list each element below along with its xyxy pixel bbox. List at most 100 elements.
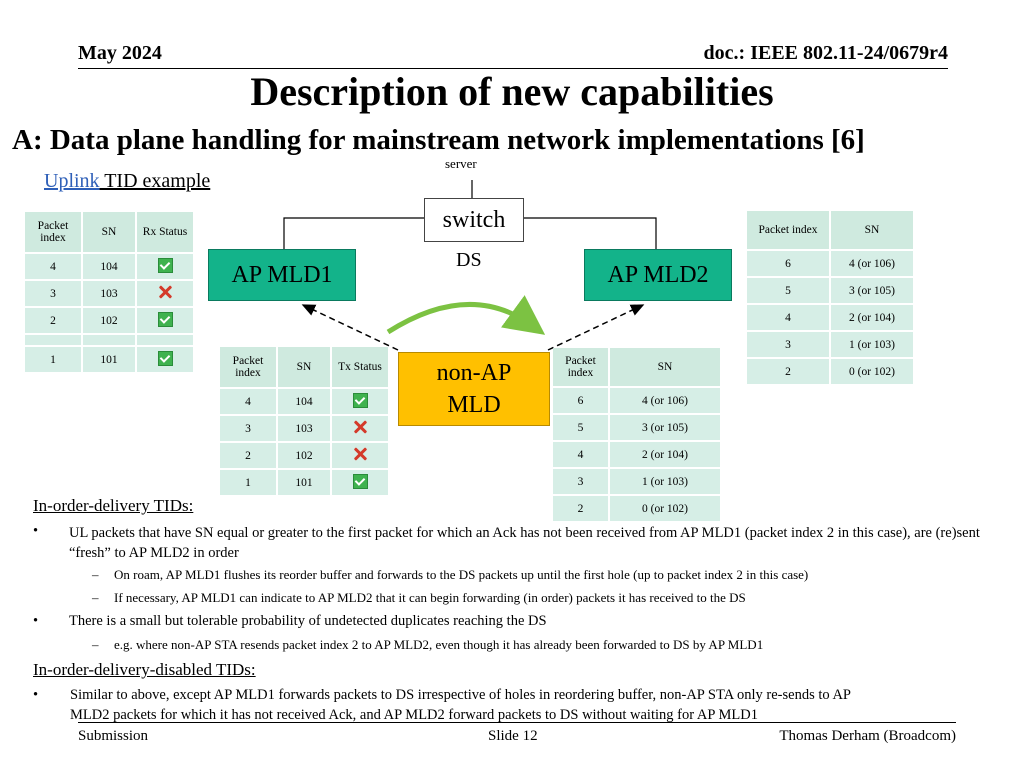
ap-mld1-box: AP MLD1: [208, 249, 356, 301]
sn-cell: 1 (or 103): [831, 332, 913, 357]
sn-cell: 2 (or 104): [610, 442, 720, 467]
switch-to-ap2-link: [522, 217, 657, 249]
table-row: 6 4 (or 106): [747, 251, 913, 276]
bullet-disabled-line1: Similar to above, except AP MLD1 forward…: [70, 687, 851, 703]
packet-index-cell: 3: [553, 469, 608, 494]
table-row: 1 101: [25, 347, 193, 372]
table-row: 3 1 (or 103): [747, 332, 913, 357]
non-ap-label-line1: non-AP: [436, 360, 512, 386]
table-row: 5 3 (or 105): [553, 415, 720, 440]
footer-submission: Submission: [78, 728, 149, 744]
subbullet-indicate: If necessary, AP MLD1 can indicate to AP…: [114, 590, 746, 605]
dash-marker: –: [92, 637, 99, 652]
packet-index-cell: 1: [25, 347, 81, 372]
uplink-link[interactable]: Uplink: [44, 170, 100, 192]
rx-status-cell: [137, 254, 193, 279]
tx-status-cell: [332, 389, 388, 414]
sn-cell: 103: [278, 416, 330, 441]
sn-cell: 1 (or 103): [610, 469, 720, 494]
footer-slide-number: Slide 12: [488, 728, 538, 744]
column-header: Tx Status: [332, 347, 388, 387]
footer-rule: [78, 722, 956, 723]
header-date: May 2024: [78, 42, 162, 64]
cross-icon: [353, 447, 367, 461]
in-order-heading: In-order-delivery TIDs:: [33, 496, 194, 515]
packet-index-cell: 3: [25, 281, 81, 306]
nonap-tx-table: Packet index SN Tx Status 4 104 3 103 2 …: [218, 345, 390, 497]
packet-index-cell: 2: [553, 496, 608, 521]
switch-box: switch: [424, 198, 524, 242]
table-row: 4 104: [220, 389, 388, 414]
table-row: 2 0 (or 102): [747, 359, 913, 384]
dash-marker: –: [92, 590, 99, 605]
nonap-resend-table: Packet index SN 6 4 (or 106) 5 3 (or 105…: [551, 346, 722, 523]
sn-cell: 104: [278, 389, 330, 414]
tid-example-label: TID example: [99, 170, 211, 192]
table-row: 1 101: [220, 470, 388, 495]
column-header: SN: [831, 211, 913, 249]
header-rule: [78, 68, 948, 69]
sn-cell: 103: [83, 281, 135, 306]
column-header: SN: [83, 212, 135, 252]
packet-index-cell: 4: [553, 442, 608, 467]
packet-index-cell: 5: [747, 278, 829, 303]
subbullet-flush: On roam, AP MLD1 flushes its reorder buf…: [114, 567, 809, 582]
packet-index-cell: 2: [25, 308, 81, 333]
table-row: 2 0 (or 102): [553, 496, 720, 521]
check-icon: [157, 257, 173, 273]
slide-subtitle: A: Data plane handling for mainstream ne…: [12, 124, 865, 156]
sn-cell: 2 (or 104): [831, 305, 913, 330]
non-ap-mld-box: non-AP MLD: [398, 352, 550, 426]
dash-marker: –: [92, 567, 99, 582]
table-row: 2 102: [25, 308, 193, 333]
bullet-ul-resend: UL packets that have SN equal or greater…: [69, 525, 980, 561]
packet-index-cell: 2: [747, 359, 829, 384]
column-header: Packet index: [553, 348, 608, 386]
tx-status-cell: [332, 443, 388, 468]
table-row: 4 104: [25, 254, 193, 279]
sn-cell: 0 (or 102): [831, 359, 913, 384]
packet-index-cell: 5: [553, 415, 608, 440]
nonap-ap2-dashed-link: [547, 304, 645, 351]
cross-icon: [353, 420, 367, 434]
header-doc-id: doc.: IEEE 802.11-24/0679r4: [703, 42, 948, 64]
bullet-disabled-line2: MLD2 packets for which it has not receiv…: [70, 707, 758, 723]
ap-mld2-box: AP MLD2: [584, 249, 732, 301]
check-icon: [157, 311, 173, 327]
non-ap-label-line2: MLD: [447, 392, 501, 418]
in-order-disabled-heading: In-order-delivery-disabled TIDs:: [33, 660, 256, 679]
check-icon: [352, 473, 368, 489]
ap1-rx-buffer-table: Packet index SN Rx Status 4 104 3 103 2 …: [23, 210, 195, 374]
packet-index-cell: 4: [220, 389, 276, 414]
nonap-ap1-dashed-link: [301, 304, 399, 351]
bullet-duplicates: There is a small but tolerable probabili…: [69, 613, 547, 629]
sn-cell: 0 (or 102): [610, 496, 720, 521]
diagram-caption: Uplink TID example: [44, 170, 210, 193]
ds-label: DS: [456, 249, 482, 271]
rx-status-cell: [137, 308, 193, 333]
sn-cell: 4 (or 106): [610, 388, 720, 413]
packet-index-cell: 3: [220, 416, 276, 441]
sn-cell: 102: [83, 308, 135, 333]
server-label: server: [445, 156, 477, 171]
sn-cell: 3 (or 105): [610, 415, 720, 440]
table-row: 3 1 (or 103): [553, 469, 720, 494]
sn-cell: 3 (or 105): [831, 278, 913, 303]
cross-icon: [158, 285, 172, 299]
sn-cell: 4 (or 106): [831, 251, 913, 276]
sn-cell: 101: [83, 347, 135, 372]
column-header: SN: [278, 347, 330, 387]
table-row: 2 102: [220, 443, 388, 468]
sn-cell: 101: [278, 470, 330, 495]
sn-cell: 104: [83, 254, 135, 279]
packet-index-cell: 6: [747, 251, 829, 276]
switch-to-ap1-link: [283, 217, 424, 249]
packet-index-cell: 2: [220, 443, 276, 468]
bullet-marker: •: [33, 687, 39, 703]
table-row: 4 2 (or 104): [747, 305, 913, 330]
sn-cell: 102: [278, 443, 330, 468]
column-header: SN: [610, 348, 720, 386]
table-row: 3 103: [220, 416, 388, 441]
column-header: Packet index: [220, 347, 276, 387]
